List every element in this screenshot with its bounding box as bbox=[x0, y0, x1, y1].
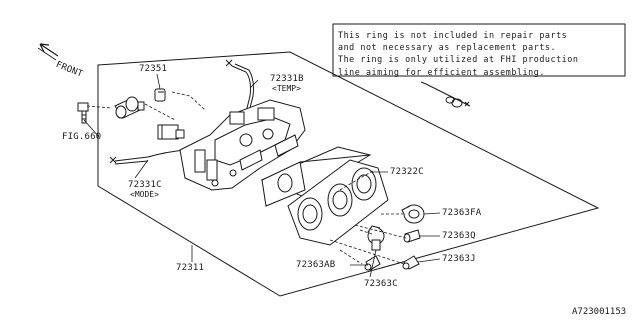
label-72331b[interactable]: 72331B bbox=[270, 74, 304, 84]
front-arrow-icon bbox=[37, 43, 59, 61]
note-line: line aiming for efficient assembling. bbox=[338, 66, 545, 77]
knob-72363c-icon bbox=[367, 225, 385, 251]
assembly-guide-lines bbox=[86, 91, 407, 265]
label-72363ab[interactable]: 72363AB bbox=[296, 260, 336, 270]
knob-72363q-icon bbox=[403, 229, 421, 243]
note-line: and not necessary as replacement parts. bbox=[338, 42, 557, 53]
cable-72331b bbox=[225, 59, 254, 113]
label-72363q[interactable]: 72363Q bbox=[442, 231, 476, 241]
note-text: This ring is not included in repair part… bbox=[338, 29, 620, 78]
switch-72351-icon bbox=[154, 88, 166, 102]
label-72363fa[interactable]: 72363FA bbox=[442, 208, 482, 218]
knob-72363j-icon bbox=[402, 255, 420, 270]
reference-code: A723001153 bbox=[572, 307, 627, 317]
actuator-motor-icon bbox=[114, 96, 145, 119]
connector-icon bbox=[157, 124, 185, 140]
note-box bbox=[332, 23, 626, 77]
assembly-outline bbox=[97, 51, 600, 297]
note-line: The ring is only utilized at FHI product… bbox=[338, 54, 579, 65]
screw-icon bbox=[77, 102, 89, 124]
knob-72363fa-icon bbox=[401, 204, 425, 224]
label-72311[interactable]: 72311 bbox=[176, 263, 205, 273]
dial-housing bbox=[287, 159, 389, 246]
label-72351[interactable]: 72351 bbox=[139, 64, 168, 74]
label-fig660[interactable]: FIG.660 bbox=[62, 132, 102, 142]
label-72331b-sub: <TEMP> bbox=[272, 84, 301, 93]
label-72322c[interactable]: 72322C bbox=[390, 167, 424, 177]
leader-lines bbox=[83, 73, 441, 278]
label-72363j[interactable]: 72363J bbox=[442, 254, 476, 264]
note-line: This ring is not included in repair part… bbox=[338, 30, 568, 40]
label-72331c-sub: <MODE> bbox=[130, 190, 159, 199]
panel-72322c bbox=[260, 146, 372, 207]
knob-72363ab-icon bbox=[364, 255, 381, 271]
ring-part-icon bbox=[420, 81, 471, 108]
control-frame-72311 bbox=[179, 99, 306, 191]
label-72363c[interactable]: 72363C bbox=[364, 279, 398, 289]
label-72331c[interactable]: 72331C bbox=[128, 180, 162, 190]
